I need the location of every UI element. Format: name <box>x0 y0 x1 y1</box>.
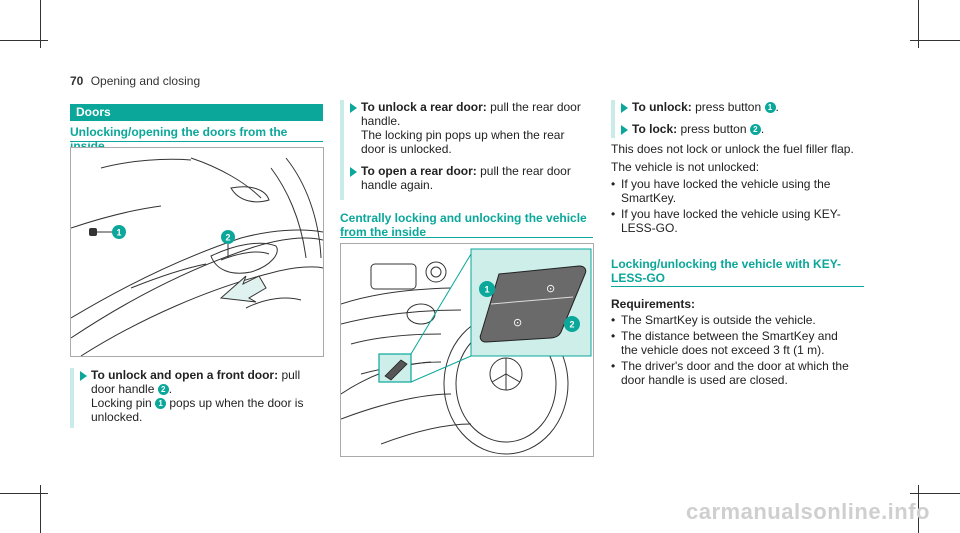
list-not-unlocked: If you have locked the vehicle using the… <box>611 177 856 235</box>
step-unlock-rear-door: To unlock a rear door: pull the rear doo… <box>361 100 581 156</box>
page-header: 70 Opening and closing <box>70 74 200 88</box>
instruction-bar <box>611 100 615 138</box>
list-requirements: The SmartKey is outside the vehicle. The… <box>611 313 856 387</box>
section-heading-doors: Doors <box>70 104 323 121</box>
callout-2: 2 <box>569 320 574 330</box>
step-arrow-icon <box>350 167 357 177</box>
step-open-rear-door: To open a rear door: pull the rear door … <box>361 164 571 192</box>
requirements-label: Requirements: <box>611 297 696 311</box>
door-illustration: 1 2 <box>70 157 324 357</box>
watermark: carmanualsonline.info <box>686 499 930 524</box>
step-unlock: To unlock: press button 1. <box>632 100 779 114</box>
heading-rule <box>340 237 593 238</box>
svg-text:⊙: ⊙ <box>513 316 522 329</box>
list-item: The distance between the SmartKey and th… <box>611 329 856 357</box>
note-not-unlocked: The vehicle is not unlocked: <box>611 160 760 174</box>
svg-text:⊙: ⊙ <box>546 282 555 295</box>
ref-badge-1: 1 <box>155 398 167 409</box>
figure-central-locking: ⊙ ⊙ 1 2 <box>340 243 594 457</box>
step-lock: To lock: press button 2. <box>632 122 765 136</box>
list-item: The SmartKey is outside the vehicle. <box>611 313 856 327</box>
callout-1: 1 <box>484 285 489 295</box>
instruction-bar <box>70 368 74 428</box>
heading-rule <box>70 141 323 142</box>
page-number: 70 <box>70 74 84 88</box>
callout-2: 2 <box>225 233 230 243</box>
ref-badge-2: 2 <box>157 384 169 395</box>
subheading-central-locking: Centrally locking and unlocking the vehi… <box>340 211 587 239</box>
step-arrow-icon <box>350 103 357 113</box>
dashboard-illustration: ⊙ ⊙ 1 2 <box>340 248 592 455</box>
list-item: The driver's door and the door at which … <box>611 359 856 387</box>
ref-badge-2: 2 <box>749 124 761 135</box>
instruction-bar <box>340 100 344 200</box>
heading-rule <box>611 286 864 287</box>
step-unlock-front-door: To unlock and open a front door: pull do… <box>91 368 304 424</box>
ref-badge-1: 1 <box>764 102 776 113</box>
subheading-keyless-go: Locking/unlocking the vehicle with KEY-L… <box>611 257 842 285</box>
step-arrow-icon <box>80 371 87 381</box>
step-arrow-icon <box>621 125 628 135</box>
section-title: Opening and closing <box>90 74 201 88</box>
step-arrow-icon <box>621 103 628 113</box>
callout-1: 1 <box>116 228 121 238</box>
note-fuel-flap: This does not lock or unlock the fuel fi… <box>611 142 854 156</box>
list-item: If you have locked the vehicle using KEY… <box>611 207 856 235</box>
list-item: If you have locked the vehicle using the… <box>611 177 856 205</box>
figure-front-door-interior: 1 2 <box>70 147 324 357</box>
